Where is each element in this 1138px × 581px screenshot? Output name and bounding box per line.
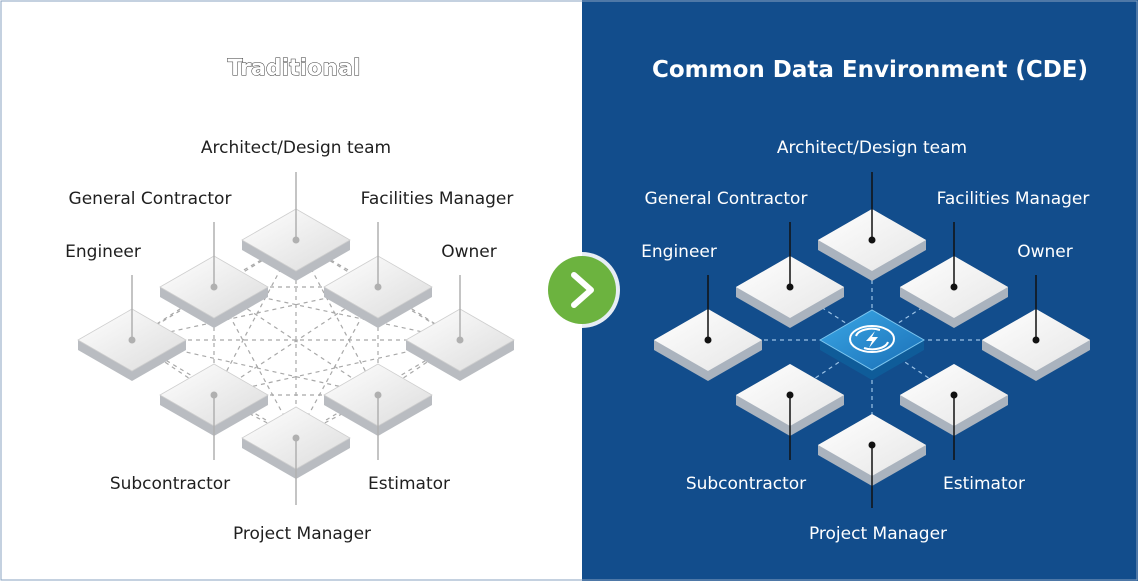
cde-title: Common Data Environment (CDE): [652, 57, 1088, 83]
label-engineer-cde: Engineer: [641, 242, 717, 262]
label-facilities-manager-traditional: Facilities Manager: [361, 189, 514, 209]
label-subcontractor-cde: Subcontractor: [686, 474, 806, 494]
traditional-title: Traditional: [228, 56, 361, 81]
cde-pin-dots: [704, 236, 1040, 449]
label-general-contractor-cde: General Contractor: [645, 189, 808, 209]
cde-pins: [707, 172, 1037, 508]
label-architect-cde: Architect/Design team: [777, 138, 967, 158]
cde-panel: [582, 0, 1138, 581]
traditional-panel: [0, 0, 582, 581]
label-owner-traditional: Owner: [441, 242, 497, 262]
label-estimator-cde: Estimator: [943, 474, 1025, 494]
label-engineer-traditional: Engineer: [65, 242, 141, 262]
sync-cloud-icon: [818, 309, 926, 380]
traditional-pin-dots: [128, 236, 464, 442]
chevron-right-icon: [544, 252, 620, 328]
label-project-manager-cde: Project Manager: [809, 524, 947, 544]
label-owner-cde: Owner: [1017, 242, 1073, 262]
label-architect-traditional: Architect/Design team: [201, 138, 391, 158]
traditional-pins: [131, 172, 461, 505]
label-estimator-traditional: Estimator: [368, 474, 450, 494]
label-subcontractor-traditional: Subcontractor: [110, 474, 230, 494]
label-facilities-manager-cde: Facilities Manager: [937, 189, 1090, 209]
label-project-manager-traditional: Project Manager: [233, 524, 371, 544]
label-general-contractor-traditional: General Contractor: [69, 189, 232, 209]
